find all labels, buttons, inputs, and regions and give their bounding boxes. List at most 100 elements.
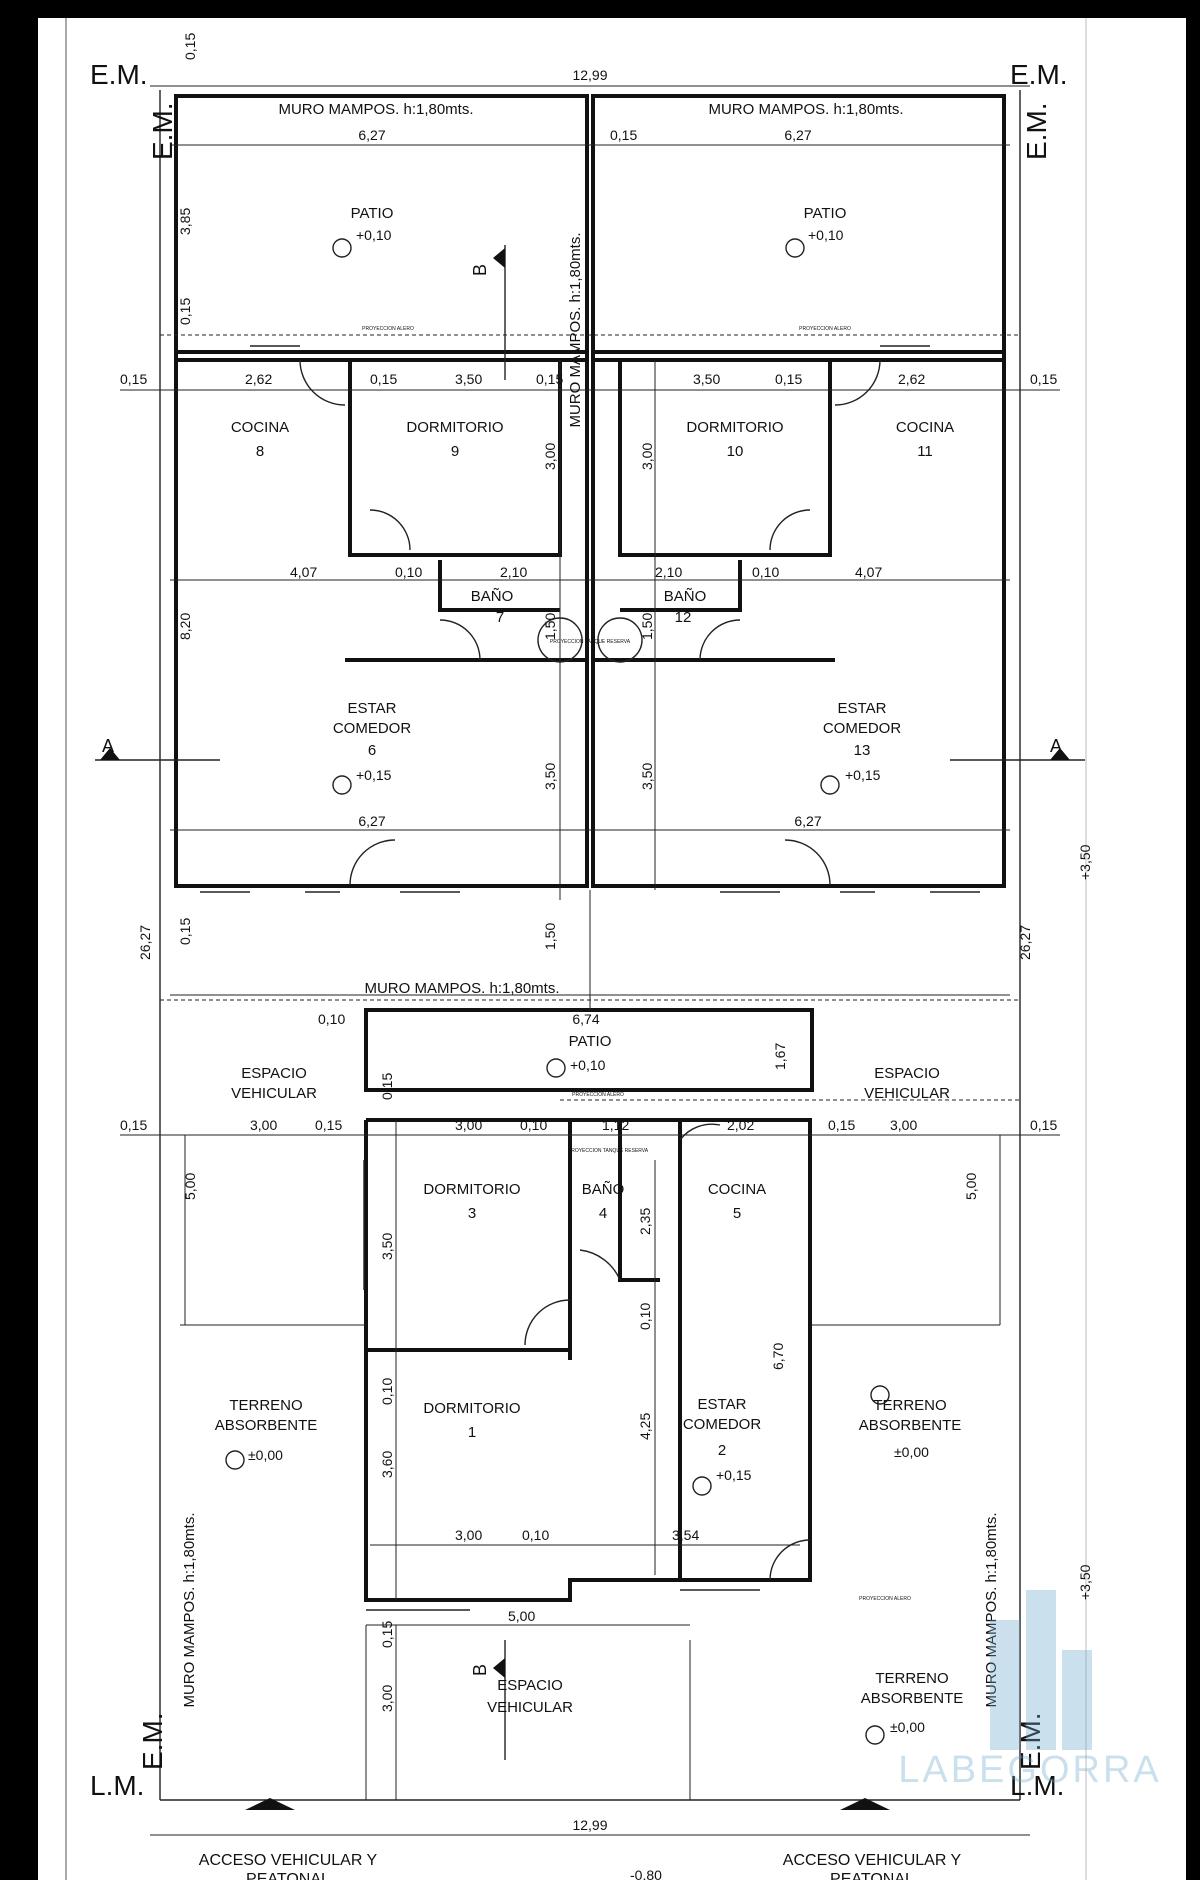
dimension-lines xyxy=(120,85,1060,1800)
dim-patio-wall-015: 0,15 xyxy=(177,298,193,325)
dim-row1-e: 0,15 xyxy=(536,371,563,387)
dim-row4-b: 0,10 xyxy=(522,1527,549,1543)
room-patio-right: PATIO xyxy=(804,205,847,222)
dim-bottom-width: 12,99 xyxy=(572,1817,607,1833)
room-dormitorio-1: DORMITORIO xyxy=(423,1400,520,1417)
corner-em-top-right-vertical: E.M. xyxy=(1021,102,1052,160)
dim-estar6-width: 6,27 xyxy=(358,813,385,829)
dim-row3-j: 0,15 xyxy=(1030,1117,1057,1133)
access-labels: ACCESO VEHICULAR Y PEATONAL ACCESO VEHIC… xyxy=(199,1852,962,1880)
corner-lm-bottom-right: L.M. xyxy=(1010,1770,1064,1801)
room-estar-6: ESTAR xyxy=(348,700,397,717)
room-cocina-8: COCINA xyxy=(231,419,289,436)
dim-row2-e: 0,10 xyxy=(752,564,779,580)
dim-row2-f: 4,07 xyxy=(855,564,882,580)
room-number-9: 9 xyxy=(451,443,459,460)
dim-total-depth-left: 26,27 xyxy=(137,925,153,960)
level-patio-front: +0,10 xyxy=(570,1057,606,1073)
room-number-10: 10 xyxy=(727,443,744,460)
room-dormitorio-9: DORMITORIO xyxy=(406,419,503,436)
dim-estar13-depth: 3,50 xyxy=(639,763,655,790)
access-right-line2: PEATONAL xyxy=(830,1871,914,1880)
corner-em-top-left-vertical: E.M. xyxy=(147,102,178,160)
room-comedor-6: COMEDOR xyxy=(333,720,412,737)
dim-bano7-depth: 1,50 xyxy=(542,613,558,640)
dim-row1-a: 0,15 xyxy=(120,371,147,387)
level-patio-right: +0,10 xyxy=(808,227,844,243)
corner-em-bottom-right: E.M. xyxy=(1015,1712,1046,1770)
access-left-line1: ACCESO VEHICULAR Y xyxy=(199,1852,378,1869)
dimension-texts: 12,99 0,15 6,27 6,27 0,15 3,85 0,15 0,15… xyxy=(120,33,1093,1833)
muro-note-bottom-right: MURO MAMPOS. h:1,80mts. xyxy=(983,1512,1000,1707)
section-b-top: B xyxy=(470,264,490,276)
corner-labels: E.M. E.M. E.M. E.M. E.M. E.M. L.M. L.M. xyxy=(90,59,1068,1801)
room-cocina-5: COCINA xyxy=(708,1181,766,1198)
proyeccion-tanque-2: PROYECCION TANQUE RESERVA xyxy=(568,1148,649,1154)
room-number-1: 1 xyxy=(468,1424,476,1441)
room-bano-4: BAÑO xyxy=(582,1181,625,1198)
dim-espacio-right-depth: 5,00 xyxy=(963,1173,979,1200)
dim-row3-a: 0,15 xyxy=(120,1117,147,1133)
dim-estar2-depth: 4,25 xyxy=(637,1413,653,1440)
level-p350-top: +3,50 xyxy=(1077,844,1093,880)
room-absorbente-left: ABSORBENTE xyxy=(215,1417,318,1434)
dim-espacio-left-depth: 5,00 xyxy=(182,1173,198,1200)
dim-garage-015: 0,15 xyxy=(379,1621,395,1648)
dim-dorm1-depth: 3,60 xyxy=(379,1451,395,1478)
level-terreno-left: ±0,00 xyxy=(248,1447,283,1463)
room-number-5: 5 xyxy=(733,1205,741,1222)
dim-row2-a: 4,07 xyxy=(290,564,317,580)
room-labels: PATIO +0,10 PATIO +0,10 COCINA 8 DORMITO… xyxy=(215,205,964,1735)
dim-dorm1-010: 0,10 xyxy=(379,1378,395,1405)
corner-em-top-right: E.M. xyxy=(1010,59,1068,90)
section-marks: A A B B xyxy=(95,245,1085,1760)
dim-bano4-010: 0,10 xyxy=(637,1303,653,1330)
level-terreno-bottom: ±0,00 xyxy=(890,1719,925,1735)
muro-note-center-vertical: MURO MAMPOS. h:1,80mts. xyxy=(567,232,584,427)
dim-row2-b: 0,10 xyxy=(395,564,422,580)
dim-row3-h: 0,15 xyxy=(828,1117,855,1133)
muro-note-top-left: MURO MAMPOS. h:1,80mts. xyxy=(278,101,473,118)
room-number-8: 8 xyxy=(256,443,264,460)
dim-total-depth-right: 26,27 xyxy=(1017,925,1033,960)
level-estar-13: +0,15 xyxy=(845,767,881,783)
access-right-line1: ACCESO VEHICULAR Y xyxy=(783,1852,962,1869)
level-p350-bottom: +3,50 xyxy=(1077,1564,1093,1600)
dim-garage-depth: 3,00 xyxy=(379,1685,395,1712)
dim-front-010: 0,10 xyxy=(318,1011,345,1027)
access-arrows xyxy=(245,1798,890,1810)
dim-front-patio-015: 0,15 xyxy=(379,1073,395,1100)
dim-row3-f: 1,12 xyxy=(602,1117,629,1133)
level-patio-left: +0,10 xyxy=(356,227,392,243)
level-access: -0,80 xyxy=(630,1867,662,1880)
room-dormitorio-3: DORMITORIO xyxy=(423,1181,520,1198)
dim-row1-h: 2,62 xyxy=(898,371,925,387)
dim-row1-d: 3,50 xyxy=(455,371,482,387)
room-number-4: 4 xyxy=(599,1205,607,1222)
level-estar-2: +0,15 xyxy=(716,1467,752,1483)
room-estar-13: ESTAR xyxy=(838,700,887,717)
room-number-3: 3 xyxy=(468,1205,476,1222)
dim-gap-150: 1,50 xyxy=(542,923,558,950)
room-terreno-right: TERRENO xyxy=(873,1397,946,1414)
dim-row3-d: 3,00 xyxy=(455,1117,482,1133)
room-terreno-bottom: TERRENO xyxy=(875,1670,948,1687)
room-estar-2: ESTAR xyxy=(698,1396,747,1413)
room-number-7: 7 xyxy=(496,609,504,626)
rear-units-walls xyxy=(160,94,1020,893)
proyeccion-alero-1: PROYECCION ALERO xyxy=(362,326,414,332)
proyeccion-tanque-1: PROYECCION TANQUE RESERVA xyxy=(550,639,631,645)
dim-left-015-mid: 0,15 xyxy=(177,918,193,945)
dim-bano12-depth: 1,50 xyxy=(639,613,655,640)
dim-top-mid-015: 0,15 xyxy=(610,127,637,143)
room-absorbente-right: ABSORBENTE xyxy=(859,1417,962,1434)
dim-dorm9-depth: 3,00 xyxy=(542,443,558,470)
lot-boundary xyxy=(150,90,1030,1836)
dim-row3-g: 2,02 xyxy=(727,1117,754,1133)
dim-patio-right-width: 6,27 xyxy=(784,127,811,143)
dim-garage-width: 5,00 xyxy=(508,1608,535,1624)
dim-row1-b: 2,62 xyxy=(245,371,272,387)
proyeccion-alero-4: PROYECCION ALERO xyxy=(859,1596,911,1602)
wall-notes: MURO MAMPOS. h:1,80mts. MURO MAMPOS. h:1… xyxy=(181,101,1000,1708)
